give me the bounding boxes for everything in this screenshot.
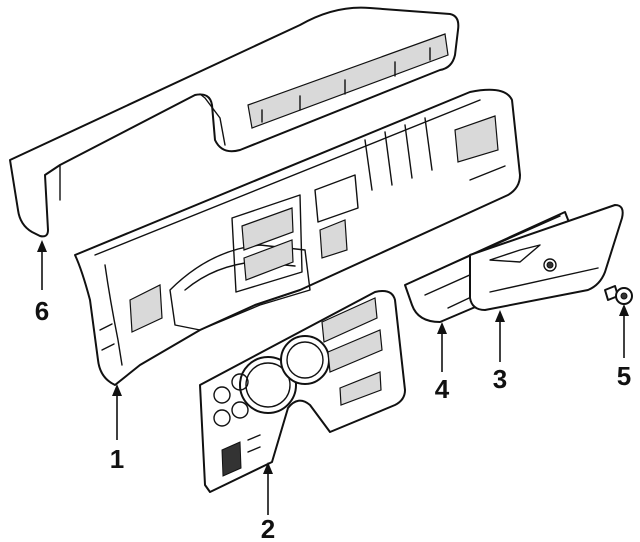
callout-6: 6 [35,296,49,326]
callout-4: 4 [435,374,450,404]
part-5-bumper [604,285,633,305]
part-6-dash-pad [9,6,460,238]
part-2-cluster-bezel [199,290,406,493]
callout-2: 2 [261,514,275,542]
leader-lines [37,240,629,515]
callout-3: 3 [493,364,507,394]
part-3-glove-box-door [469,204,624,311]
callout-5: 5 [617,361,631,391]
callout-1: 1 [110,444,124,474]
part-1-instrument-panel-frame [74,88,521,386]
